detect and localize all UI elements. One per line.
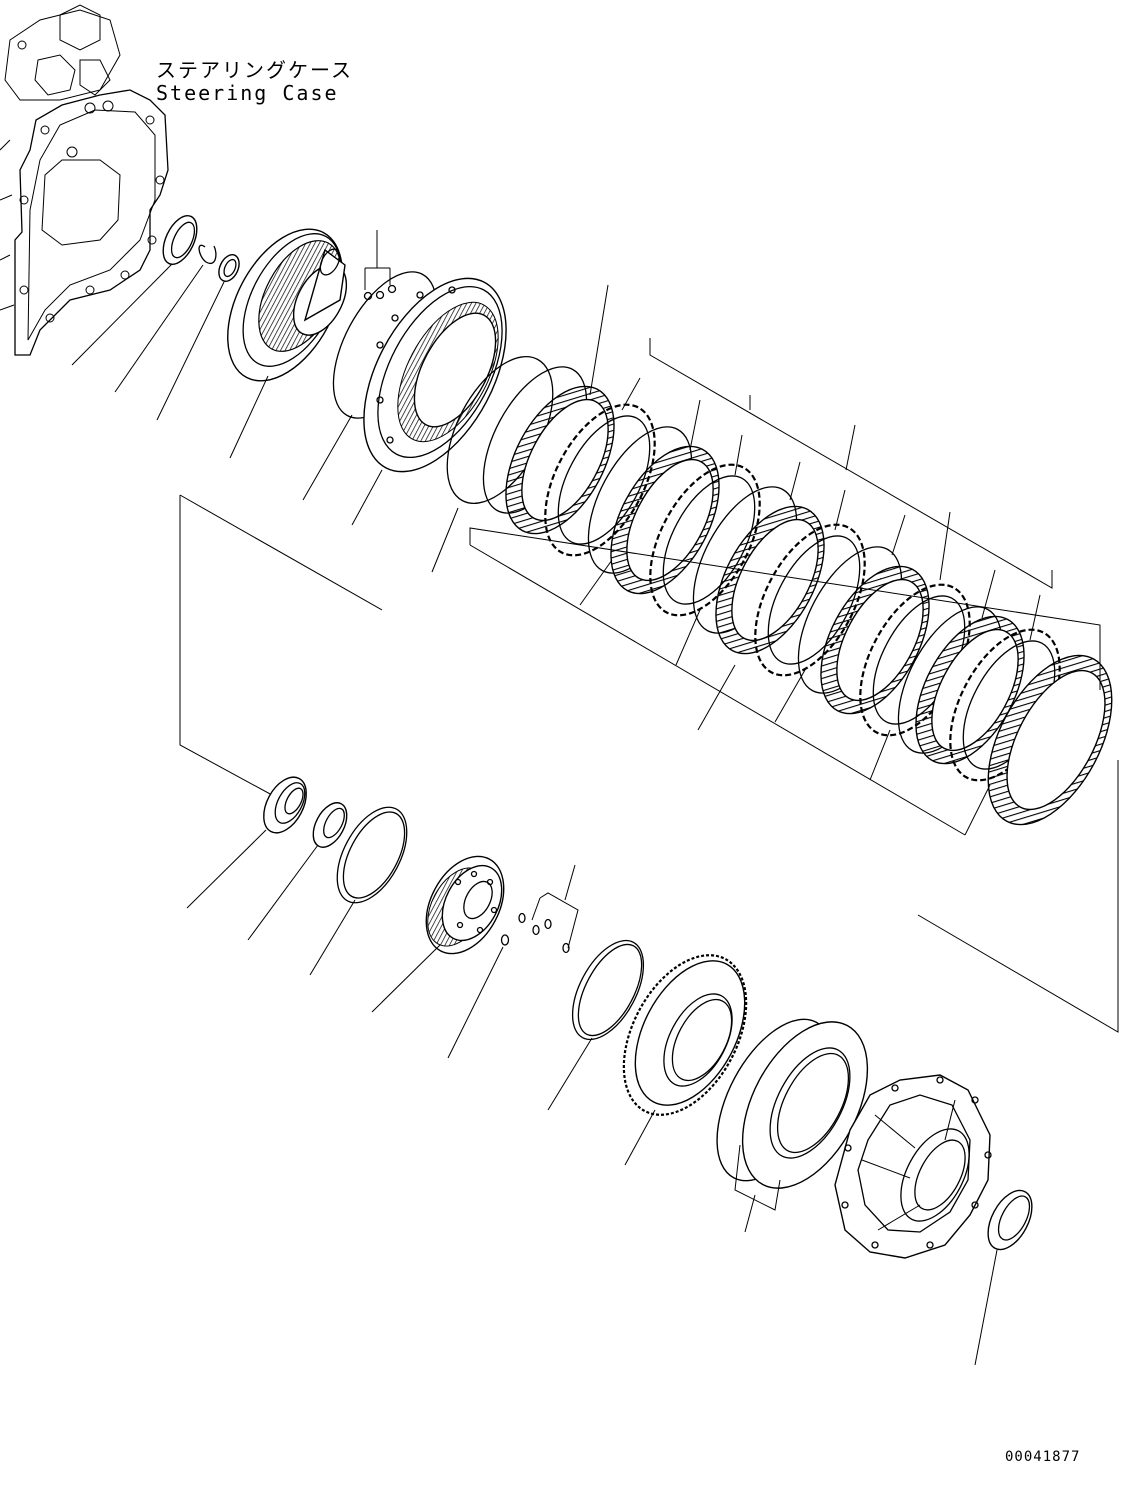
small-o-ring-part: [500, 934, 510, 946]
steering-case-label-en: Steering Case: [156, 81, 339, 105]
o-ring-kit-top: [363, 230, 397, 301]
brake-disc-pair: [716, 1018, 869, 1189]
leader-line: [447, 946, 504, 1059]
leader-line: [744, 1194, 756, 1233]
sleeve-part: [312, 802, 348, 848]
leader-line: [431, 507, 459, 573]
bearing-part: [263, 776, 307, 834]
leader-line: [624, 1109, 656, 1166]
leader-line: [156, 281, 225, 421]
snap-ring-part: [198, 244, 217, 265]
o-ring-kit-middle: [518, 864, 579, 954]
leader-line: [71, 263, 173, 366]
leader-line: [247, 844, 319, 941]
hub-part: [425, 855, 505, 955]
gear-ring-part: [622, 954, 748, 1116]
drawing-number: 00041877: [1005, 1449, 1080, 1465]
leader-line: [974, 1249, 998, 1366]
end-bearing-part: [987, 1189, 1033, 1251]
bracket-line: [734, 1144, 781, 1211]
clutch-piston-part: [363, 277, 507, 473]
clutch-pack-brackets: [469, 284, 1101, 836]
o-ring-large-part: [336, 806, 408, 904]
seal-ring-bottom-part: [571, 939, 645, 1041]
leader-line: [229, 375, 269, 459]
assembly-bracket: [179, 494, 1119, 1033]
seal-ring-part: [162, 215, 198, 265]
leader-line: [186, 829, 267, 909]
clutch-plate-pack: [482, 366, 1113, 826]
steering-case-drawing: [0, 4, 169, 356]
bushing-part: [218, 254, 240, 282]
leader-line: [371, 944, 441, 1013]
clutch-drum-part: [227, 228, 348, 382]
steering-case-label-jp: ステアリングケース: [156, 58, 353, 82]
cover-housing-part: [834, 1074, 992, 1259]
leader-line: [309, 899, 356, 976]
leader-line: [302, 414, 353, 501]
leader-line: [114, 264, 204, 393]
leader-line: [547, 1037, 593, 1111]
leader-line: [351, 469, 383, 526]
